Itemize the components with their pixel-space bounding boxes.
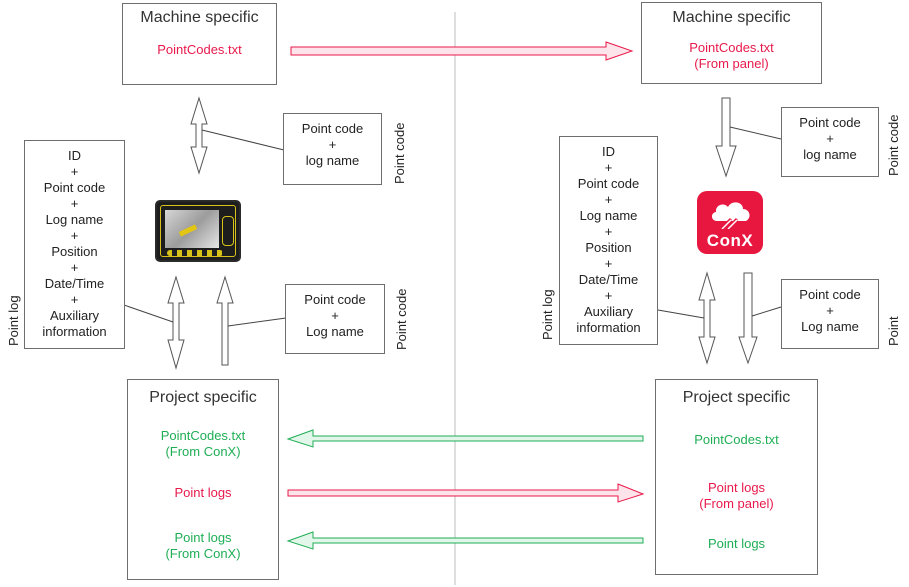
right-pointcode-top-side-label: Point code: [886, 114, 901, 176]
connector-line: [729, 126, 782, 140]
right-pointcode-bottom-side-label: Point: [886, 316, 901, 346]
device-buttons: [222, 216, 234, 246]
control-panel-device-icon: [155, 200, 241, 262]
left-project-item1-line2: (From ConX): [165, 444, 241, 459]
arrow-pointcodes-from-conx: [286, 429, 644, 448]
connector-line: [657, 309, 705, 319]
pointlog-line: Point code: [577, 176, 640, 191]
pointlog-line: +: [70, 260, 79, 275]
arrow-pointcodes-to-right: [290, 41, 634, 61]
arrow-pointlogs-to-conx: [287, 483, 645, 503]
right-pointcode-box-top: Point code + log name: [781, 107, 879, 177]
pointcode-line: Point code: [799, 287, 861, 302]
pointlog-line: ID: [602, 144, 615, 159]
right-project-item2-line2: (From panel): [699, 496, 774, 511]
pointlog-line: Point code: [43, 180, 106, 195]
connector-line: [751, 306, 782, 317]
pointlog-line: Auxiliary: [583, 304, 634, 319]
pointcode-line: Point code: [799, 115, 861, 130]
device-softkeys: [167, 250, 223, 256]
pointlog-line: Position: [585, 240, 632, 255]
arrow-conx-to-project: [738, 272, 758, 365]
left-project-item2: Point logs: [174, 485, 232, 500]
left-pointcode-top-side-label: Point code: [392, 122, 407, 184]
cloud-sync-icon: [711, 202, 750, 229]
right-project-specific-box: Project specific PointCodes.txt Point lo…: [655, 379, 818, 575]
right-machine-title: Machine specific: [672, 9, 791, 26]
conx-logo-label: ConX: [706, 231, 754, 250]
right-pointlog-side-label: Point log: [540, 289, 555, 340]
pointlog-line: Date/Time: [578, 272, 639, 287]
left-project-item3-line2: (From ConX): [165, 546, 241, 561]
right-machine-file-line2: (From panel): [694, 56, 769, 71]
pointcode-line: log name: [803, 147, 857, 162]
connector-line: [227, 317, 287, 327]
arrow-machine-to-conx: [715, 97, 737, 178]
pointcode-line: Log name: [801, 319, 859, 334]
left-project-item3-line1: Point logs: [174, 530, 232, 545]
pointcode-line: Point code: [301, 121, 364, 136]
arrow-device-project-double: [167, 275, 185, 370]
pointlog-line: +: [70, 196, 79, 211]
pointlog-line: Log name: [45, 212, 104, 227]
pointlog-line: information: [576, 320, 641, 335]
pointlog-line: +: [70, 228, 79, 243]
left-project-specific-box: Project specific PointCodes.txt (From Co…: [127, 379, 279, 580]
right-pointlog-box: ID + Point code + Log name + Position + …: [559, 136, 658, 345]
left-machine-file: PointCodes.txt: [157, 42, 242, 57]
arrow-pointlogs-from-conx: [286, 531, 644, 550]
left-project-item1-line1: PointCodes.txt: [160, 428, 246, 443]
pointcode-line: +: [826, 303, 834, 318]
right-pointcode-box-bottom: Point code + Log name: [781, 279, 879, 349]
pointcode-line: Log name: [306, 324, 364, 339]
left-pointlog-box: ID + Point code + Log name + Position + …: [24, 140, 125, 349]
pointlog-line: ID: [68, 148, 81, 163]
left-machine-specific-box: Machine specific PointCodes.txt: [122, 3, 277, 85]
left-machine-title: Machine specific: [140, 9, 259, 26]
pointlog-line: +: [604, 288, 613, 303]
arrow-project-to-device: [216, 275, 234, 366]
pointlog-line: +: [604, 160, 613, 175]
pointlog-line: +: [604, 224, 613, 239]
left-pointlog-side-label: Point log: [6, 295, 21, 346]
pointlog-line: Log name: [579, 208, 638, 223]
device-frame: [160, 205, 236, 257]
pointcode-line: +: [826, 131, 834, 146]
right-project-item2-line1: Point logs: [707, 480, 766, 495]
pointcode-line: Point code: [304, 292, 366, 307]
pointlog-line: +: [604, 192, 613, 207]
connector-line: [201, 129, 285, 151]
pointlog-line: +: [604, 256, 613, 271]
connector-line: [123, 304, 174, 323]
left-pointcode-bottom-side-label: Point code: [394, 288, 409, 350]
pointcode-line: log name: [305, 153, 360, 168]
pointlog-line: Position: [51, 244, 98, 259]
left-pointcode-box-top: Point code + log name: [283, 113, 382, 185]
pointlog-line: Auxiliary: [49, 308, 100, 323]
pointcode-line: +: [331, 308, 339, 323]
right-project-item3: Point logs: [707, 536, 766, 551]
right-project-title: Project specific: [682, 389, 791, 406]
arrow-conx-project-double: [698, 271, 716, 365]
pointlog-line: information: [42, 324, 107, 339]
left-project-title: Project specific: [149, 389, 257, 406]
pointlog-line: Date/Time: [44, 276, 105, 291]
pointlog-line: +: [70, 164, 79, 179]
right-machine-specific-box: Machine specific PointCodes.txt (From pa…: [641, 2, 822, 84]
conx-logo-icon: ConX: [697, 191, 763, 254]
pointcode-line: +: [328, 137, 337, 152]
left-pointcode-box-bottom: Point code + Log name: [285, 284, 385, 354]
pointlog-line: +: [70, 292, 79, 307]
arrow-machine-device-double: [190, 96, 208, 175]
right-project-item1: PointCodes.txt: [694, 432, 779, 447]
right-machine-file-line1: PointCodes.txt: [689, 40, 774, 55]
